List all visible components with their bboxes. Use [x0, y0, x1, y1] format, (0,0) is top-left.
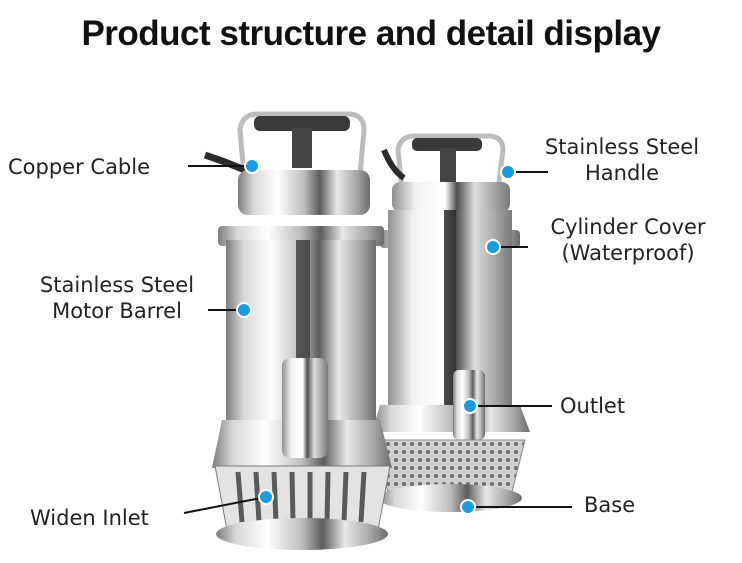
label-handle-line1: Stainless Steel: [544, 135, 700, 159]
callout-dot-icon: [244, 158, 260, 174]
label-cover-line2: (Waterproof): [561, 241, 695, 265]
callout-dot-icon: [500, 164, 516, 180]
label-motor-line1: Stainless Steel: [39, 273, 195, 297]
label-copper-cable: Copper Cable: [8, 155, 151, 179]
callout-dots: [236, 158, 516, 515]
handle-grip: [412, 138, 482, 151]
label-cylinder-cover: Cylinder Cover (Waterproof): [528, 214, 728, 266]
callout-dot-icon: [460, 499, 476, 515]
page-title: Product structure and detail display: [81, 14, 661, 53]
handle-grip: [254, 116, 350, 131]
left-pump: [203, 111, 392, 550]
label-outlet: Outlet: [560, 394, 626, 418]
label-stainless-steel-motor-barrel: Stainless Steel Motor Barrel: [14, 272, 220, 324]
callout-dot-icon: [462, 398, 478, 414]
right-pump: [372, 133, 530, 512]
callout-dot-icon: [258, 489, 274, 505]
label-base: Base: [584, 493, 636, 517]
callout-dot-icon: [236, 302, 252, 318]
label-widen-inlet: Widen Inlet: [30, 506, 149, 530]
label-stainless-steel-handle: Stainless Steel Handle: [522, 134, 722, 186]
label-motor-line2: Motor Barrel: [52, 299, 182, 323]
label-handle-line2: Handle: [584, 161, 660, 185]
label-cover-line1: Cylinder Cover: [550, 215, 706, 239]
callout-dot-icon: [485, 239, 501, 255]
